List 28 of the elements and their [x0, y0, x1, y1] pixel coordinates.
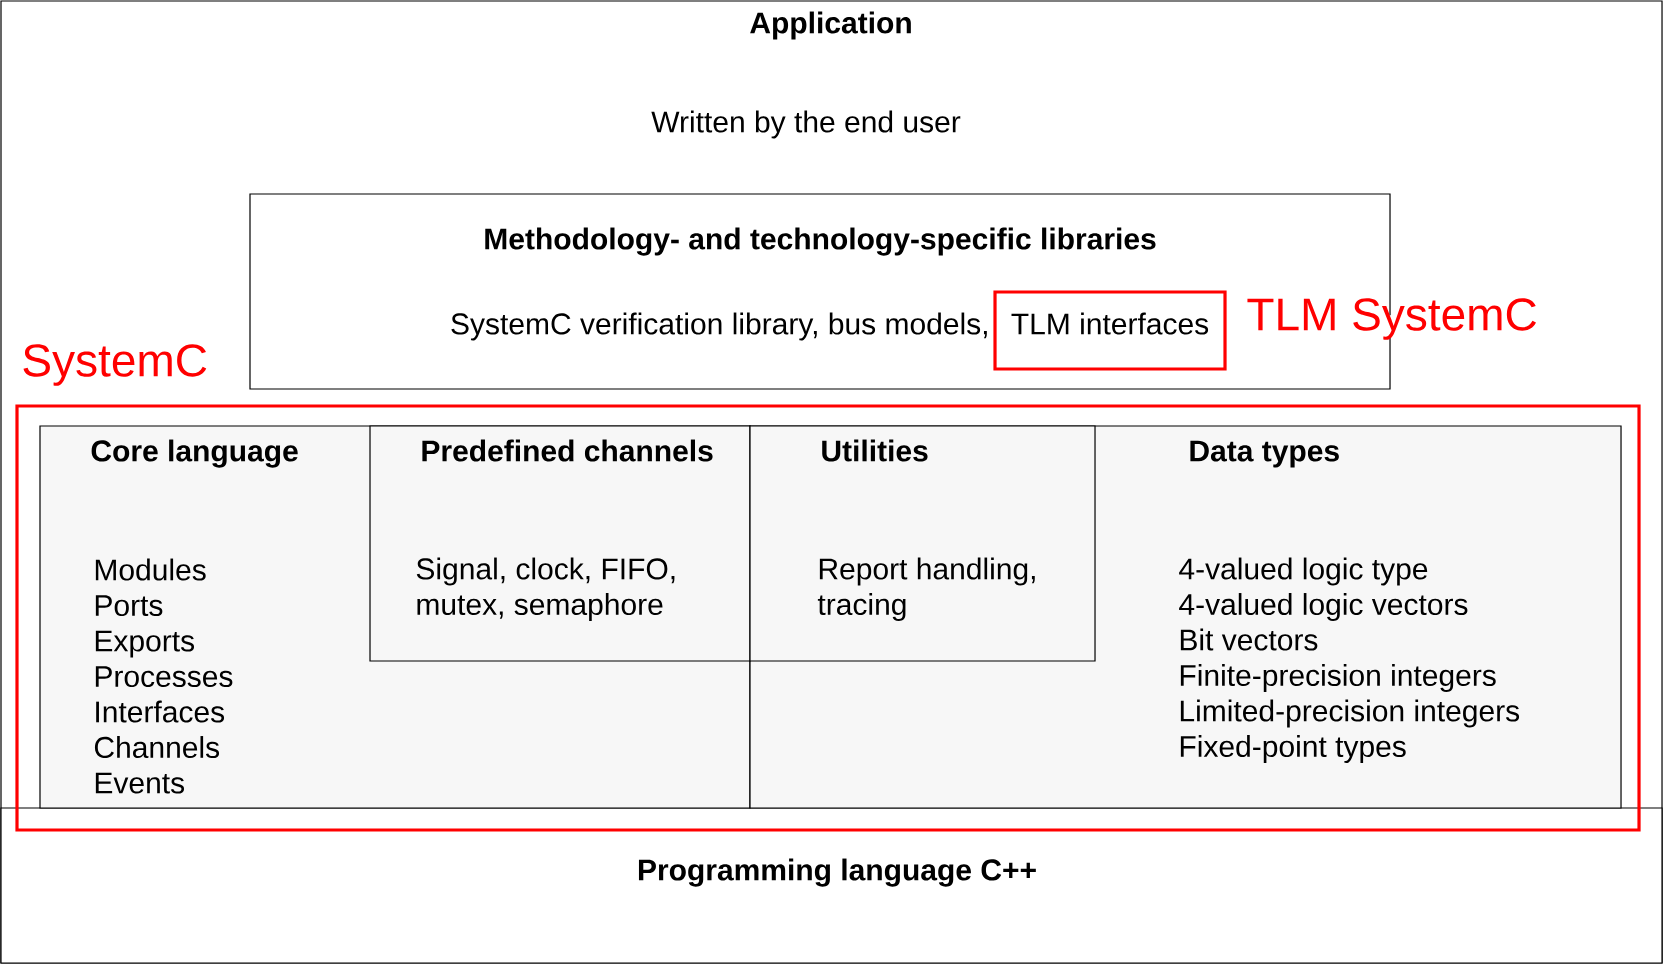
body-text: mutex, semaphore [417, 593, 663, 621]
body-text: Processes [95, 666, 233, 688]
body-text: tracing [817, 593, 906, 621]
heading-text: Programming language C++ [638, 858, 1036, 887]
annotation-label: SystemC [21, 344, 208, 386]
body-text: 4-valued logic type [1179, 557, 1428, 586]
body-text: Ports [95, 595, 163, 617]
body-text: Finite-precision integers [1180, 664, 1496, 692]
body-text: TLM interfaces [1011, 312, 1209, 335]
body-text: Exports [95, 630, 194, 658]
heading-text: Predefined channels [422, 439, 713, 462]
heading-text: Application [750, 11, 911, 40]
body-text: 4-valued logic vectors [1179, 593, 1468, 621]
heading-text: Methodology- and technology-specific libraries [485, 227, 1156, 256]
body-text: Interfaces [96, 700, 225, 723]
heading-text: Data types [1190, 440, 1339, 468]
body-text: Channels [94, 736, 220, 759]
heading-text: Core language [91, 439, 298, 468]
body-text: Written by the end user [651, 110, 961, 139]
body-text: SystemC verification library, bus models, [451, 312, 987, 341]
body-text: Modules [95, 558, 206, 581]
body-text: Fixed-point types [1180, 735, 1406, 763]
body-text: Bit vectors [1180, 628, 1318, 651]
body-text: Events [95, 772, 184, 794]
heading-text: Utilities [822, 439, 928, 462]
body-text: Signal, clock, FIFO, [416, 557, 675, 586]
body-text: Report handling, [819, 557, 1035, 586]
body-text: Limited-precision integers [1180, 699, 1520, 728]
